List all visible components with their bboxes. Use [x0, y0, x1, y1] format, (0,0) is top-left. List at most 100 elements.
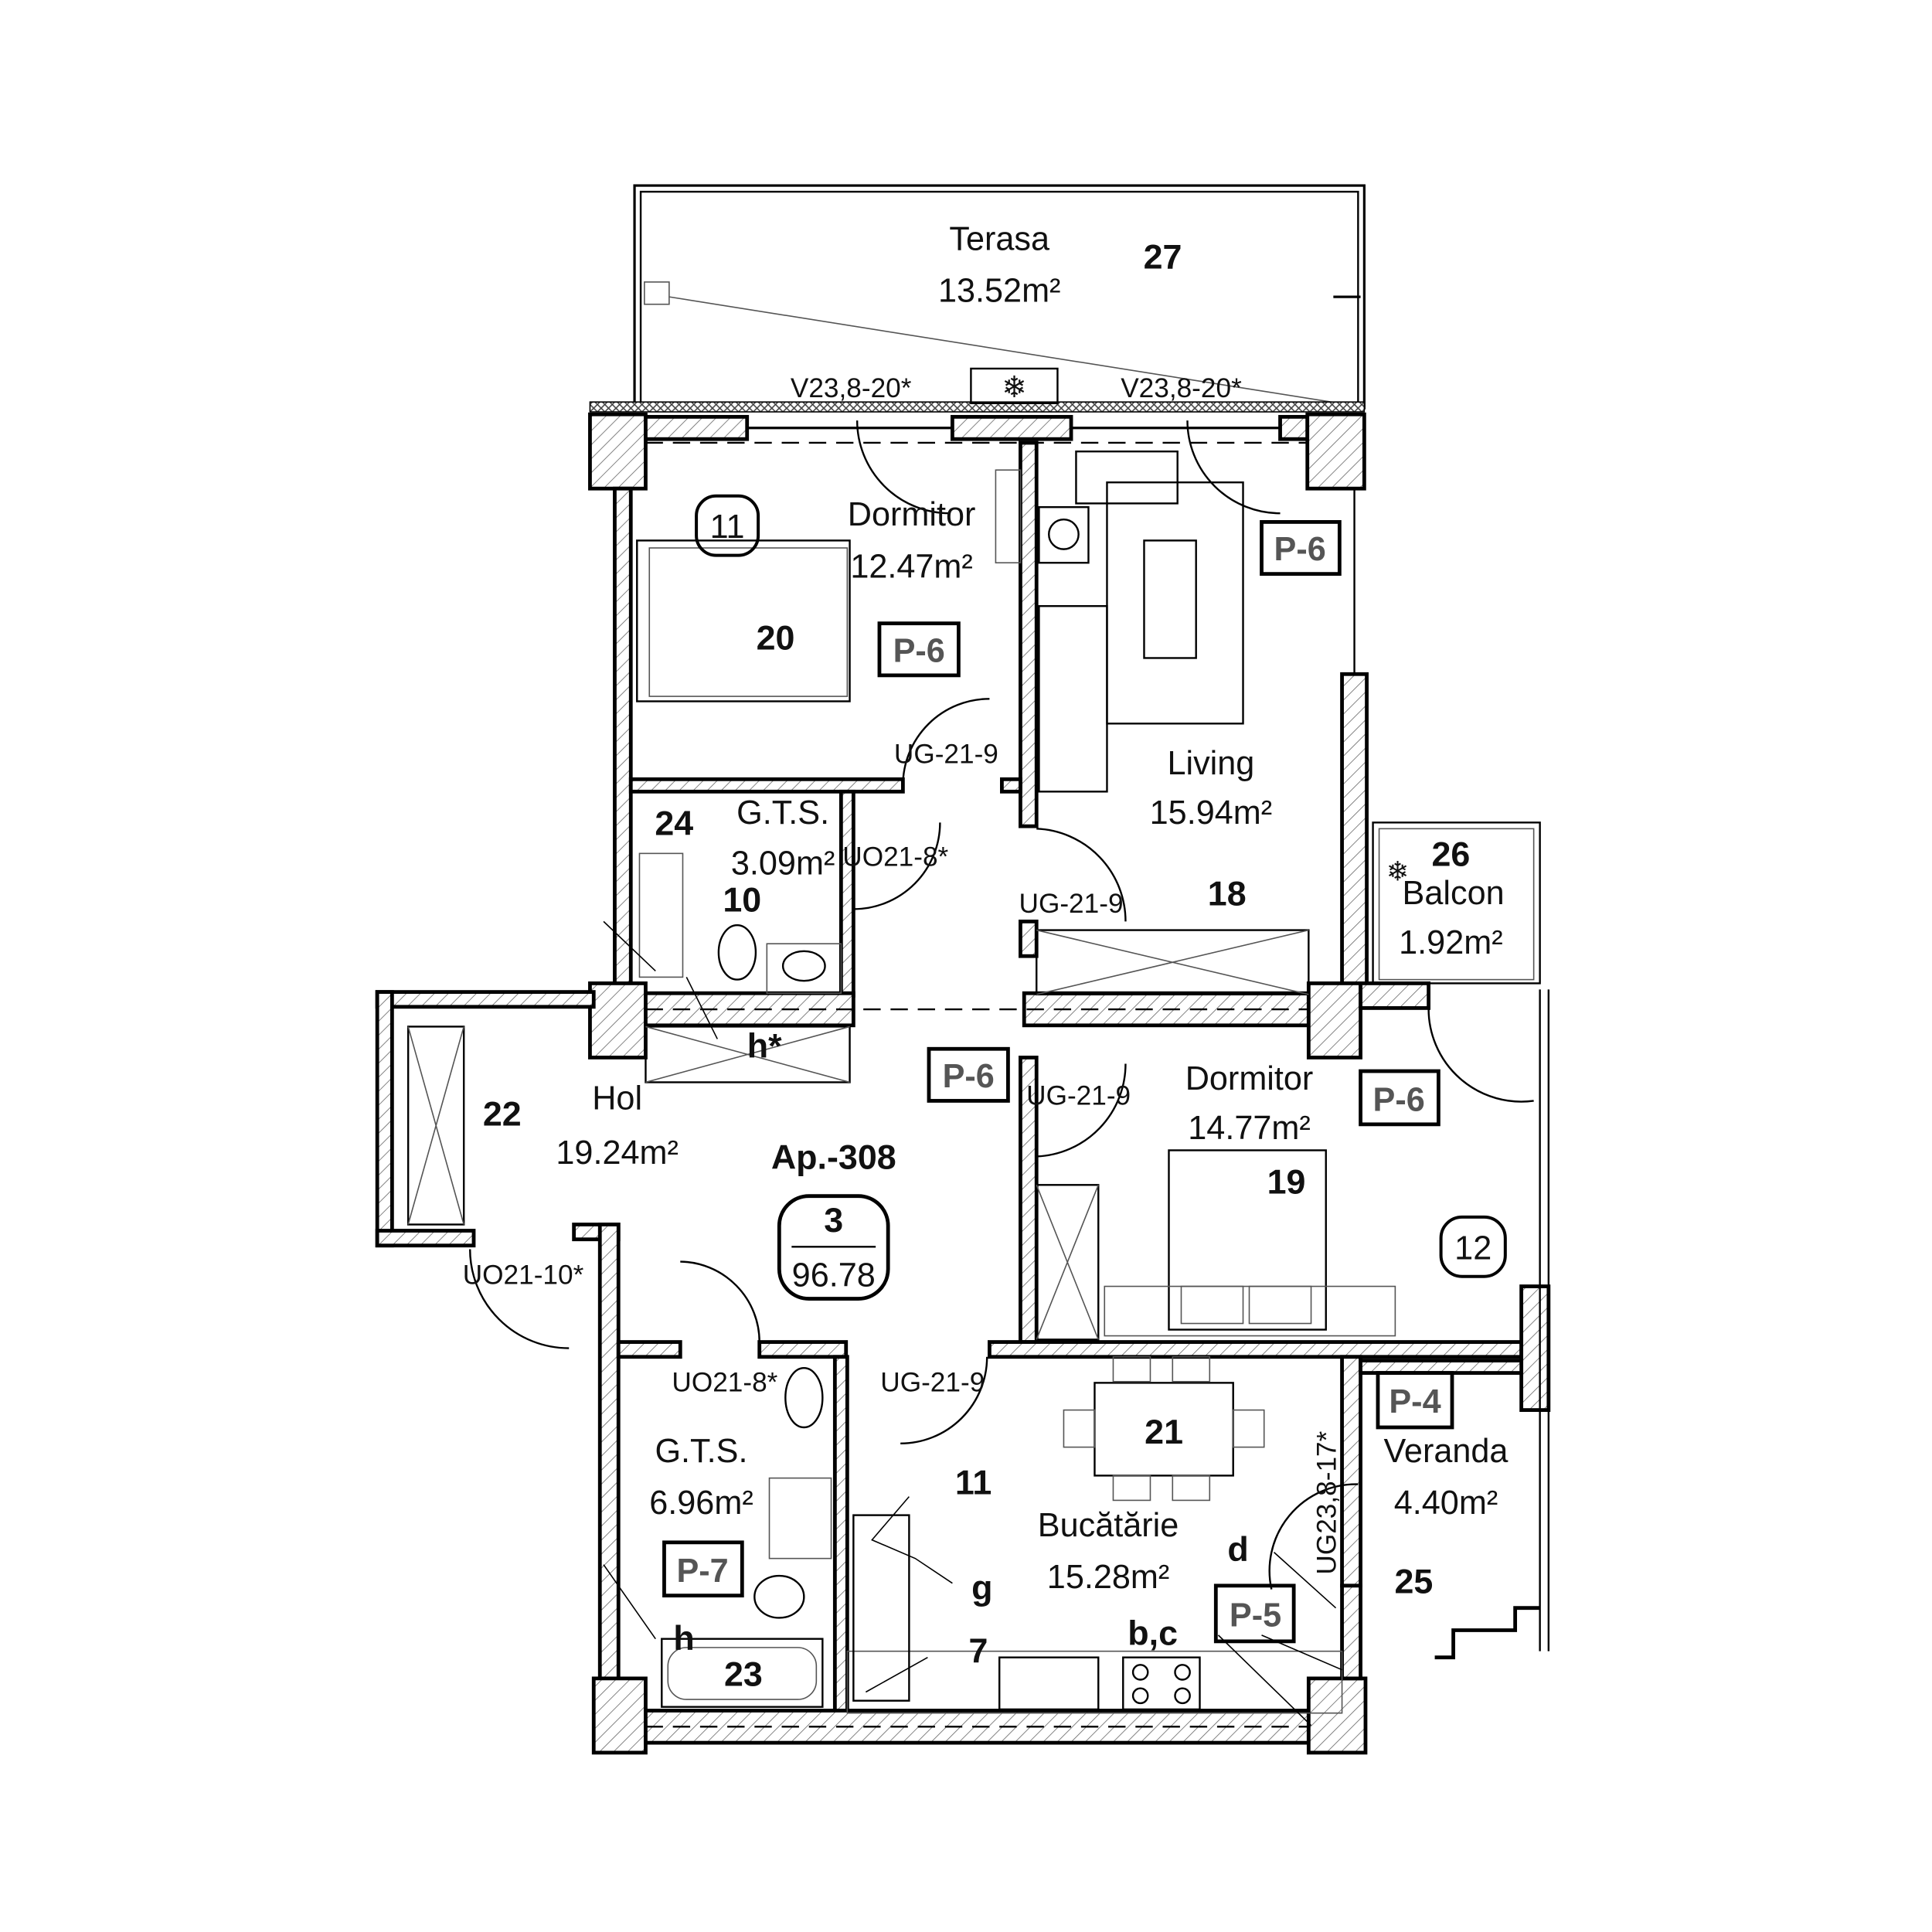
finish-tag: P-6	[893, 632, 945, 669]
coffee-table	[1143, 539, 1197, 659]
snowflake-icon: ❄	[1386, 857, 1410, 887]
door-label: UG-21-9	[1026, 1080, 1131, 1111]
finish-tag: P-6	[1274, 531, 1326, 568]
room-area: 4.40m²	[1394, 1485, 1498, 1522]
finish-tag: P-6	[943, 1058, 995, 1095]
finish-tag: P-7	[676, 1553, 728, 1590]
marker: 11	[710, 509, 745, 546]
room-gts-large: UO21-8* G.T.S. 6.96m² P-7 h 23	[649, 1368, 777, 1694]
room-living: Living 15.94m² 18 P-6 UG-21-9	[1019, 520, 1342, 919]
apartment-name: Ap.-308	[771, 1138, 896, 1176]
room-name: Hol	[592, 1080, 642, 1117]
finish-tag: P-6	[1373, 1081, 1425, 1118]
room-gts-small: 24 G.T.S. 3.09m² UO21-8* 10	[655, 794, 948, 920]
door-label: UO21-10*	[463, 1260, 584, 1290]
toilet	[753, 1574, 805, 1619]
room-number: 20	[757, 618, 795, 657]
room-number: 25	[1394, 1562, 1433, 1600]
column	[591, 1676, 648, 1755]
room-area: 1.92m²	[1399, 924, 1502, 961]
washbasin	[784, 1366, 824, 1429]
room-number: 24	[655, 804, 693, 842]
window-label: V23,8-20*	[1121, 373, 1242, 403]
room-area: 15.94m²	[1150, 794, 1272, 832]
ac-unit: ❄	[970, 367, 1059, 404]
room-number: 27	[1144, 237, 1182, 276]
room-dormitor-2: Dormitor 14.77m² 19 P-6 12 UG-21-9	[1026, 1060, 1507, 1278]
door-label: UG-21-9	[880, 1368, 985, 1398]
room-name: G.T.S.	[655, 1433, 747, 1470]
point-label: b,c	[1128, 1614, 1178, 1653]
room-number: 26	[1431, 835, 1470, 873]
wardrobe	[1036, 929, 1310, 996]
stove	[1122, 1656, 1201, 1711]
rooms-count: 3	[824, 1201, 843, 1240]
room-bucatarie: UG-21-9 21 11 g 7 d b,c Bucătărie 15.28m…	[880, 1368, 1342, 1671]
room-dormitor-1: Dormitor 12.47m² 20 P-6 11 UG-21-9	[695, 494, 998, 770]
window-label: V23,8-20*	[791, 373, 912, 403]
point-label: 7	[969, 1631, 988, 1670]
door-label: UO21-8*	[672, 1368, 777, 1398]
column	[1306, 981, 1362, 1060]
point-label: h*	[747, 1026, 782, 1065]
room-number: 18	[1208, 875, 1247, 913]
room-name: Terasa	[949, 220, 1050, 257]
marker: 12	[1454, 1230, 1492, 1267]
leader-lines	[603, 920, 1342, 1726]
point-label: 10	[723, 881, 761, 920]
door-label: UG23,8-17*	[1312, 1430, 1342, 1574]
armchair	[1075, 450, 1179, 505]
bed-1	[636, 539, 851, 702]
room-number: 21	[1145, 1413, 1183, 1451]
column	[588, 412, 648, 491]
room-balcon: 26 Balcon 1.92m² ❄	[1386, 835, 1505, 961]
room-name: Dormitor	[848, 496, 976, 533]
room-area: 12.47m²	[850, 548, 973, 585]
room-number: 19	[1267, 1162, 1306, 1201]
bed-2	[1168, 1149, 1327, 1331]
room-area: 15.28m²	[1047, 1559, 1170, 1596]
room-number: 23	[724, 1655, 763, 1693]
finish-tag: P-4	[1389, 1383, 1440, 1420]
rug	[1106, 481, 1244, 725]
finish-tag: P-5	[1230, 1597, 1281, 1634]
bathtub	[661, 1638, 824, 1708]
room-hol: 22 Hol 19.24m² P-6 UO21-10* h*	[463, 1026, 1010, 1290]
door-label: UG-21-9	[1019, 889, 1124, 919]
room-area: 6.96m²	[649, 1485, 753, 1522]
snowflake-icon: ❄	[1002, 371, 1026, 404]
room-name: Dormitor	[1185, 1060, 1314, 1097]
sofa	[1038, 605, 1108, 793]
room-name: Living	[1167, 745, 1254, 782]
room-area: 3.09m²	[731, 845, 835, 883]
column	[588, 981, 648, 1060]
room-name: Balcon	[1403, 875, 1505, 912]
fridge	[852, 1514, 910, 1702]
column	[1306, 1676, 1368, 1755]
sink	[998, 1656, 1100, 1711]
total-area: 96.78	[792, 1257, 876, 1294]
door-label: UG-21-9	[894, 740, 998, 770]
room-name: Veranda	[1384, 1433, 1509, 1470]
point-label: h	[673, 1619, 694, 1658]
walls	[375, 412, 1551, 1755]
column	[1305, 412, 1366, 491]
kitchen-counter	[846, 1650, 1343, 1714]
furniture	[406, 450, 1396, 1714]
door-swings	[468, 420, 1534, 1590]
room-name: G.T.S.	[736, 794, 829, 832]
point-label: 11	[955, 1463, 992, 1502]
room-number: 22	[483, 1094, 522, 1133]
room-area: 19.24m²	[556, 1134, 679, 1172]
room-area: 13.52m²	[938, 273, 1061, 310]
point-label: d	[1227, 1530, 1248, 1569]
door-label: UO21-8*	[842, 842, 948, 872]
room-area: 14.77m²	[1188, 1110, 1310, 1147]
room-veranda: P-4 Veranda 4.40m² 25	[1376, 1371, 1509, 1600]
room-terasa: Terasa 13.52m² 27	[938, 220, 1182, 309]
terrace	[589, 184, 1366, 413]
apartment-badge: Ap.-308 3 96.78	[771, 1138, 896, 1301]
room-name: Bucătărie	[1038, 1507, 1179, 1544]
point-label: g	[971, 1568, 992, 1607]
